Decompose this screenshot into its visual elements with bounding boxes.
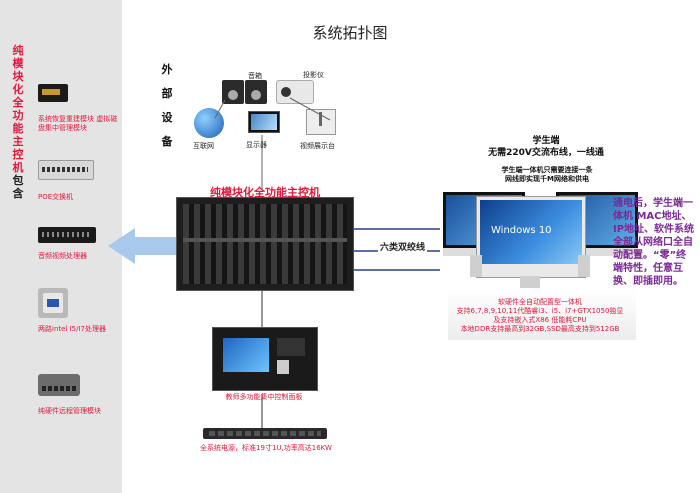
speaker-left-image: [222, 80, 244, 104]
monitor-stand-center: [520, 276, 540, 288]
monitor-stand-right: [578, 255, 590, 277]
internet-label: 互联网: [193, 142, 214, 150]
teacher-panel-label: 教师多功能集中控制面板: [225, 393, 303, 401]
student-description: 学生端一体机只需要连接一条 网线即实现千M网络和供电: [462, 166, 632, 184]
student-spec-line-3: 及支持嵌入式X86 低能耗CPU: [493, 316, 587, 324]
sidebar-module-cpu: 两路intel I5/I7处理器: [38, 325, 106, 333]
sidebar-module-av: 音频视频处理器: [38, 252, 87, 260]
student-spec-line-2: 支持6,7,8,9,10,11代酷睿i3、i5、i7+GTX1050独显: [456, 307, 624, 315]
poe-switch-image: [38, 160, 94, 180]
student-desc-line1: 学生端一体机只需要连接一条: [501, 166, 593, 174]
sidebar-panel: [0, 0, 122, 493]
student-spec-list: 软硬件全自动配置型一体机 支持6,7,8,9,10,11代酷睿i3、i5、i7+…: [440, 298, 640, 334]
monitor-label: 显示器: [246, 141, 267, 149]
windows-screen-text: Windows 10: [491, 225, 552, 236]
sidebar-module-recovery: 系统恢复重建模块 虚拟磁盘集中管理模块: [38, 115, 118, 132]
remote-mgmt-image: [38, 374, 80, 396]
student-monitor-center: Windows 10: [476, 196, 586, 278]
zero-terminal-note: 通电后，学生端一体机 MAC地址、IP地址、软件系统全部从网络口全自动配置。“零…: [613, 198, 695, 287]
internet-globe-image: [194, 108, 224, 138]
page-title: 系统拓扑图: [312, 24, 388, 42]
main-controller-image: [176, 197, 354, 291]
monitor-image: [248, 111, 280, 133]
student-spec-line-4: 本地DDR支持最高到32GB,SSD最高支持到512GB: [460, 325, 620, 333]
external-devices-label: 外部设备: [161, 63, 173, 148]
recovery-module-image: [38, 84, 68, 102]
student-spec-line-1: 软硬件全自动配置型一体机: [498, 298, 582, 306]
student-spec-panel: [448, 290, 636, 340]
sidebar-vertical-label: 纯模块化全功能主控机 包含: [9, 44, 27, 200]
sidebar-module-poe: POE交换机: [38, 193, 74, 201]
cable-label: 六类双绞线: [378, 240, 428, 253]
monitor-stand-left: [470, 255, 482, 277]
teacher-panel-image: [212, 327, 318, 391]
projector-image: [276, 80, 314, 104]
av-processor-image: [38, 227, 96, 243]
main-controller-label: 纯模块化全功能主控机: [210, 186, 320, 199]
projector-label: 投影仪: [303, 71, 324, 79]
student-header: 学生端 无需220V交流布线，一线通: [446, 135, 646, 159]
power-strip-image: [203, 428, 327, 439]
document-camera-label: 视频展示台: [300, 142, 335, 150]
link-speaker: [214, 99, 226, 119]
sidebar-module-remote: 纯硬件远程管理模块: [38, 407, 101, 415]
student-subtitle: 无需220V交流布线，一线通: [488, 148, 604, 158]
speaker-label: 音箱: [248, 72, 262, 80]
student-desc-line2: 网线即实现千M网络和供电: [505, 175, 589, 183]
power-label: 全系统电源，标准19寸1U,功率高达16KW: [200, 444, 332, 452]
student-title: 学生端: [532, 136, 560, 146]
sidebar-vertical-suffix: 包含: [12, 174, 24, 200]
intel-cpu-image: [38, 288, 68, 318]
speaker-right-image: [245, 80, 267, 104]
document-camera-image: [306, 109, 336, 135]
link-projector: [289, 97, 331, 121]
left-arrow: [108, 228, 178, 264]
sidebar-vertical-title: 纯模块化全功能主控机: [12, 44, 24, 174]
